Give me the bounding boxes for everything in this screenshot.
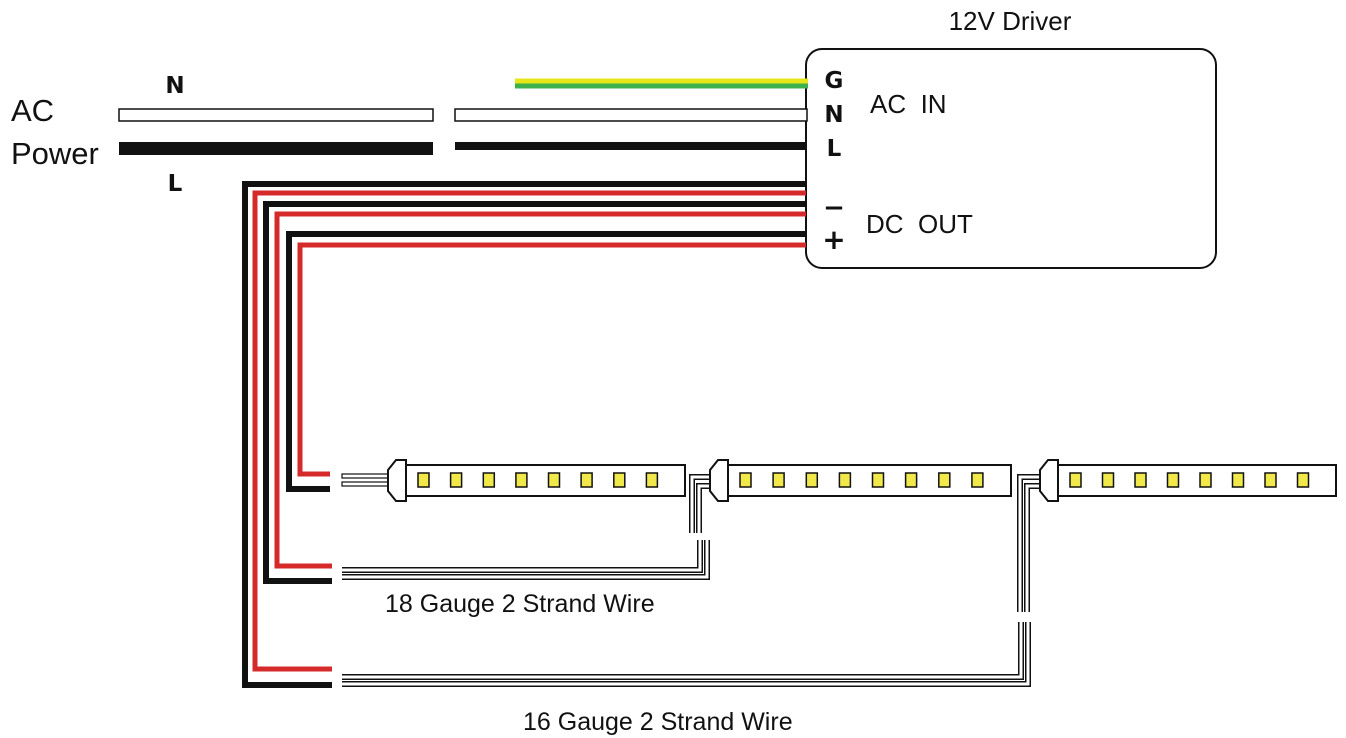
white-wire-to-strip-1 <box>341 473 393 487</box>
led-chip <box>904 472 918 488</box>
led-chip <box>645 472 659 488</box>
strip-connector-3 <box>1039 459 1059 502</box>
led-chip <box>417 472 430 488</box>
led-chip <box>938 472 951 488</box>
dc-wire-direct <box>286 231 806 492</box>
terminal-negative: − <box>823 193 845 223</box>
driver-box <box>805 48 1217 269</box>
led-chip <box>547 472 561 488</box>
led-chip <box>1231 472 1245 488</box>
ac-power-label-line1: AC <box>11 93 54 128</box>
led-chip <box>1199 472 1212 488</box>
white-wire-16-gauge <box>342 622 1031 687</box>
ac-in-label: AC IN <box>870 89 947 119</box>
led-chip <box>1069 472 1082 488</box>
wire-label-18-gauge: 18 Gauge 2 Strand Wire <box>385 590 655 618</box>
dc-out-label: DC OUT <box>866 209 973 239</box>
led-chip <box>739 472 752 488</box>
led-chip <box>871 472 885 488</box>
led-chip <box>772 472 785 488</box>
driver-title: 12V Driver <box>949 6 1072 36</box>
jumper-strip1-strip2 <box>689 474 712 533</box>
neutral-label: N <box>165 73 184 99</box>
led-chip <box>515 472 528 488</box>
led-chip <box>1166 472 1180 488</box>
dc-wire-16-gauge <box>242 181 806 688</box>
white-wire-18-gauge <box>342 540 710 580</box>
terminal-n: N <box>824 102 843 128</box>
strip-connector-2 <box>709 459 729 502</box>
led-chip <box>1134 472 1147 488</box>
led-chip <box>449 472 463 488</box>
led-chip <box>482 472 496 488</box>
jumper-strip2-strip3 <box>1017 474 1042 612</box>
strip-body-2 <box>727 464 1012 497</box>
led-chip <box>613 472 626 488</box>
wire-label-16-gauge: 16 Gauge 2 Strand Wire <box>523 708 793 736</box>
terminal-positive: + <box>822 223 845 256</box>
led-strip-1 <box>387 459 686 502</box>
led-chip <box>805 472 819 488</box>
led-strip-2 <box>709 459 1012 502</box>
terminal-l: L <box>827 136 842 162</box>
led-chip <box>1101 472 1115 488</box>
line-label: L <box>168 171 183 197</box>
led-chip <box>1264 472 1277 488</box>
strip-connector-1 <box>387 459 407 502</box>
led-chip <box>580 472 593 488</box>
led-strip-3 <box>1039 459 1337 502</box>
ground-wire <box>515 78 808 89</box>
terminal-g: G <box>825 68 844 94</box>
strip-body-3 <box>1057 464 1337 497</box>
line-wire <box>119 142 807 155</box>
led-strips <box>387 459 1337 502</box>
strip-body-1 <box>405 464 686 497</box>
dc-wire-18-gauge <box>263 201 806 584</box>
led-chip <box>971 472 984 488</box>
led-chip <box>838 472 852 488</box>
neutral-wire <box>118 108 808 122</box>
led-chip <box>1296 472 1310 488</box>
ac-power-label-line2: Power <box>11 136 99 171</box>
